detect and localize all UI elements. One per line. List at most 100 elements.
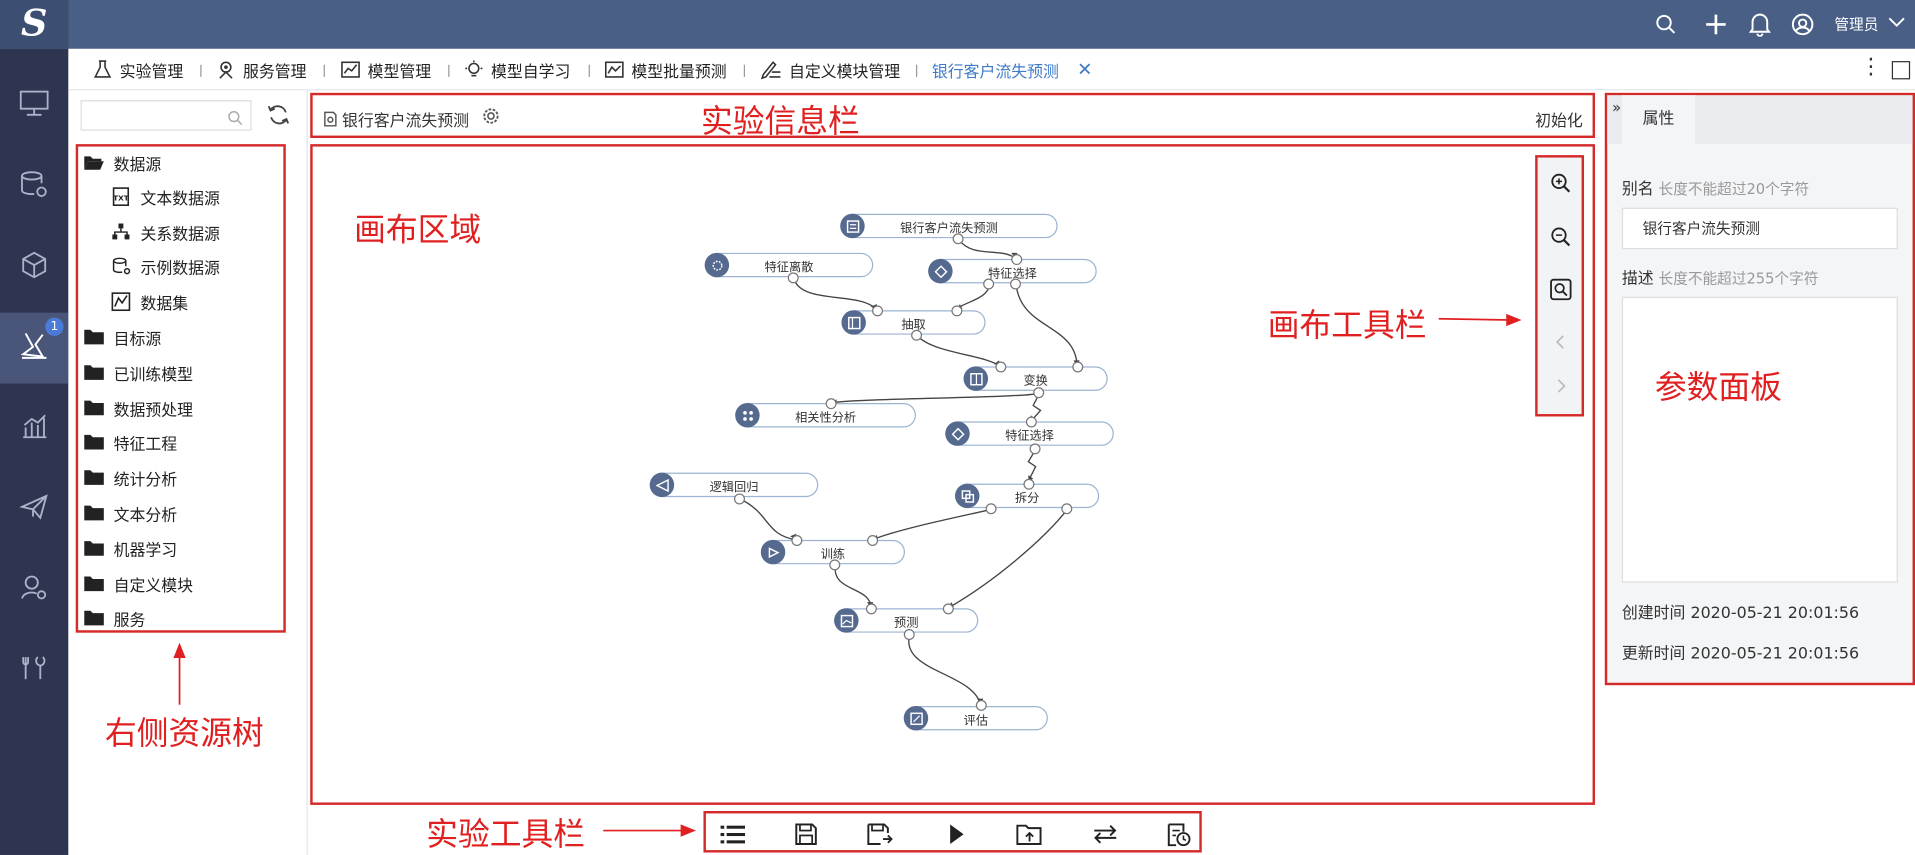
- tree-item-sample-datasource[interactable]: 示例数据源: [110, 254, 220, 278]
- tree-item-relational-datasource[interactable]: 关系数据源: [110, 220, 220, 244]
- more-vertical-icon[interactable]: ⋮: [1860, 53, 1883, 80]
- search-icon[interactable]: [227, 107, 243, 130]
- refresh-icon[interactable]: [266, 103, 290, 132]
- node-port[interactable]: [1072, 361, 1084, 373]
- node-port[interactable]: [1029, 443, 1041, 455]
- zoom-in-icon[interactable]: [1547, 170, 1574, 197]
- sidebar-item-users[interactable]: [0, 555, 68, 626]
- node-port[interactable]: [995, 361, 1007, 373]
- node-port[interactable]: [825, 398, 837, 410]
- node-port[interactable]: [829, 559, 841, 571]
- node-port[interactable]: [983, 278, 995, 290]
- node-port[interactable]: [1011, 254, 1023, 266]
- sidebar-item-publish[interactable]: [0, 474, 68, 545]
- initialize-button[interactable]: 初始化: [1535, 112, 1583, 131]
- tree-item-dataset[interactable]: 数据集: [110, 289, 188, 313]
- tree-item-feature-engineering[interactable]: 特征工程: [83, 430, 177, 454]
- node-port[interactable]: [1025, 416, 1037, 428]
- run-icon[interactable]: [942, 821, 971, 848]
- save-icon[interactable]: [791, 821, 820, 848]
- plus-icon[interactable]: [1701, 10, 1730, 39]
- node-port[interactable]: [1010, 278, 1022, 290]
- tab-bar: [68, 48, 1915, 91]
- user-settings-icon[interactable]: [1788, 10, 1817, 39]
- node-port[interactable]: [872, 305, 883, 317]
- node-correlation[interactable]: 相关性分析: [735, 403, 916, 428]
- node-evaluate[interactable]: 评估: [903, 705, 1048, 731]
- tree-item-statistics[interactable]: 统计分析: [83, 465, 177, 489]
- sidebar-item-data[interactable]: [0, 151, 68, 222]
- description-textarea[interactable]: [1621, 296, 1898, 583]
- maximize-icon[interactable]: [1891, 61, 1911, 80]
- tab-custom-module[interactable]: 自定义模块管理: [760, 49, 900, 91]
- flask-icon: [18, 330, 50, 367]
- tree-item-trained-models[interactable]: 已训练模型: [83, 360, 193, 384]
- node-port[interactable]: [951, 305, 963, 317]
- search-icon[interactable]: [1651, 10, 1680, 39]
- tree-item-text-datasource[interactable]: TXT 文本数据源: [110, 184, 220, 208]
- list-icon[interactable]: [718, 821, 747, 848]
- alias-input[interactable]: 银行客户流失预测: [1621, 207, 1898, 250]
- node-port[interactable]: [942, 603, 954, 615]
- line-chart-icon: [604, 60, 625, 80]
- sidebar-item-tools[interactable]: [0, 635, 68, 706]
- tree-item-custom-module[interactable]: 自定义模块: [83, 572, 193, 596]
- settings-icon[interactable]: [481, 106, 501, 130]
- tree-item-services[interactable]: 服务: [83, 606, 145, 630]
- node-label: 相关性分析: [795, 411, 857, 425]
- tab-current-experiment[interactable]: 银行客户流失预测: [932, 49, 1059, 91]
- node-port[interactable]: [952, 233, 964, 245]
- tree-item-target-source[interactable]: 目标源: [83, 325, 161, 349]
- chevron-down-icon[interactable]: [1888, 12, 1905, 35]
- redo-chevron-right-icon[interactable]: [1547, 373, 1574, 400]
- dataset-chart-icon: [110, 292, 132, 312]
- swap-icon[interactable]: [1091, 821, 1120, 848]
- node-port[interactable]: [1061, 503, 1073, 515]
- schedule-icon[interactable]: [1164, 821, 1193, 848]
- tab-properties[interactable]: 属性: [1621, 95, 1696, 145]
- fit-view-icon[interactable]: [1547, 276, 1574, 303]
- node-port[interactable]: [985, 503, 997, 515]
- export-folder-icon[interactable]: [1015, 821, 1044, 848]
- sidebar-item-experiment[interactable]: 1: [0, 312, 69, 384]
- zoom-out-icon[interactable]: [1547, 224, 1574, 251]
- undo-chevron-left-icon[interactable]: [1547, 329, 1574, 356]
- logo[interactable]: S: [0, 0, 69, 49]
- tab-model-management[interactable]: 模型管理: [341, 49, 431, 91]
- double-chevron-icon[interactable]: »: [1612, 98, 1622, 117]
- folder-icon: [83, 399, 105, 416]
- node-port[interactable]: [1033, 387, 1045, 399]
- node-port[interactable]: [975, 699, 987, 711]
- node-source[interactable]: 银行客户流失预测: [840, 213, 1058, 239]
- node-predict[interactable]: 预测: [834, 608, 979, 633]
- feature-select-node-icon: [945, 421, 970, 446]
- node-port[interactable]: [903, 629, 915, 641]
- tree-item-machine-learning[interactable]: 机器学习: [83, 536, 177, 560]
- sidebar-item-model[interactable]: [0, 232, 68, 303]
- node-port[interactable]: [734, 493, 745, 505]
- tree-item-preprocessing[interactable]: 数据预处理: [83, 396, 193, 420]
- tab-service-management[interactable]: 服务管理: [216, 49, 307, 91]
- tab-experiment-management[interactable]: 实验管理: [93, 49, 183, 91]
- experiment-canvas[interactable]: 银行客户流失预测 特征离散 特征选择 抽取 变换: [310, 144, 1596, 805]
- user-name[interactable]: 管理员: [1834, 15, 1879, 33]
- bell-icon[interactable]: [1745, 10, 1774, 39]
- tree-item-datasource[interactable]: 数据源: [83, 150, 161, 174]
- sidebar-item-statistics[interactable]: [0, 393, 68, 464]
- search-input[interactable]: [86, 101, 222, 129]
- tab-batch-prediction[interactable]: 模型批量预测: [604, 49, 727, 91]
- transform-node-icon: [963, 366, 989, 391]
- node-port[interactable]: [1023, 478, 1035, 490]
- node-port[interactable]: [865, 603, 877, 615]
- sidebar-item-dashboard[interactable]: [0, 71, 68, 142]
- node-port[interactable]: [791, 534, 803, 546]
- tree-item-label: 文本分析: [113, 506, 178, 525]
- tab-model-self-learning[interactable]: 模型自学习: [464, 49, 570, 91]
- close-icon[interactable]: ✕: [1077, 58, 1093, 81]
- tree-item-text-analysis[interactable]: 文本分析: [83, 501, 177, 525]
- node-port[interactable]: [911, 329, 923, 341]
- node-logistic-regression[interactable]: 逻辑回归: [649, 472, 819, 498]
- node-port[interactable]: [867, 534, 879, 546]
- node-port[interactable]: [787, 272, 799, 284]
- save-as-icon[interactable]: [865, 821, 894, 848]
